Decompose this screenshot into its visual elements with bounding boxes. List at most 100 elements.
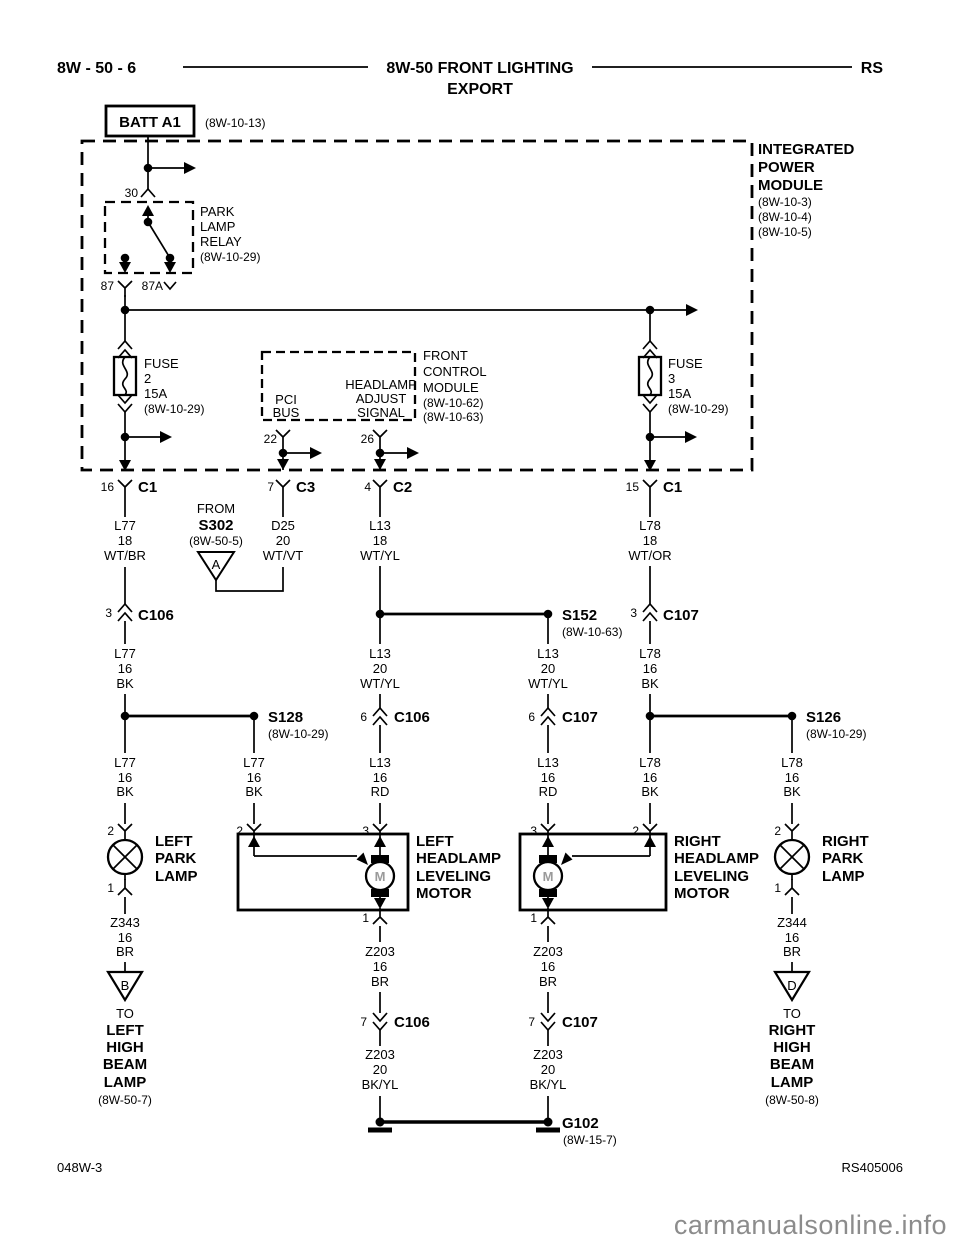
off-page-letter: D	[787, 978, 796, 993]
watermark: carmanualsonline.info	[674, 1210, 947, 1240]
wire-label: 16	[118, 770, 132, 785]
left-headlamp-leveling-motor: 2 3 M LEFT HEADLAMP LEVELING MOTOR 1	[236, 823, 501, 925]
l13-right-column: L13 20 WT/YL 6 C107 L13 16 RD	[528, 614, 598, 824]
dest-name: BEAM	[103, 1056, 147, 1073]
right-motor-ground-path: Z203 16 BR 7 C107 Z203 20 BK/YL G102 (8W…	[380, 926, 617, 1147]
motor-name: LEFT	[416, 833, 454, 850]
fuse-element-icon	[121, 356, 129, 396]
wire-label: BK	[641, 676, 659, 691]
dest-name: HIGH	[773, 1039, 811, 1056]
dest-prefix: TO	[116, 1006, 134, 1021]
terminal-icon	[163, 281, 177, 290]
wire-label: WT/VT	[263, 548, 303, 563]
terminal-icon	[784, 823, 800, 841]
wire-label: 18	[373, 533, 387, 548]
splice-s126-ref: (8W-10-29)	[806, 727, 866, 741]
fuse-3-amps: 15A	[668, 386, 691, 401]
connector-icon	[275, 479, 291, 497]
inline-connector-icon	[117, 394, 133, 413]
motor-pin-arrow-icon	[542, 836, 554, 847]
connector-pin: 16	[101, 480, 115, 494]
terminal-icon	[784, 878, 800, 896]
wire-label: WT/BR	[104, 548, 146, 563]
integrated-power-module: INTEGRATED POWER MODULE (8W-10-3) (8W-10…	[80, 139, 855, 472]
inline-connector-icon	[540, 707, 556, 726]
motor-pin-2: 2	[632, 824, 639, 838]
inline-connector-icon	[642, 603, 658, 622]
wire-label: BK	[245, 784, 263, 799]
fuse-3-num: 3	[668, 371, 675, 386]
footer-doc-code: 048W-3	[57, 1160, 102, 1175]
wire-label: BK	[641, 784, 659, 799]
relay-pin-87a: 87A	[142, 279, 163, 293]
wire-label: L13	[369, 646, 391, 661]
connector-pin: 3	[105, 606, 112, 620]
fuse-2-title: FUSE	[144, 356, 179, 371]
batt-a1-ref: (8W-10-13)	[205, 116, 265, 130]
wire-label: 20	[276, 533, 290, 548]
connector-icon	[117, 479, 133, 497]
motor-name: LEVELING	[674, 868, 749, 885]
l13-left-column: L13 18 WT/YL S152 (8W-10-63) L13 20 WT/Y…	[360, 496, 622, 824]
splice-s152-ref: (8W-10-63)	[562, 625, 622, 639]
wire-label: 16	[373, 959, 387, 974]
dest-name: LAMP	[104, 1074, 147, 1091]
fuse-2: FUSE 2 15A (8W-10-29)	[112, 340, 204, 471]
wire-label: D25	[271, 518, 295, 533]
fuse-2-ref: (8W-10-29)	[144, 402, 204, 416]
connector-pin: 7	[528, 1015, 535, 1029]
fcm-dashed-box	[260, 350, 417, 422]
ipm-name-3: MODULE	[758, 177, 823, 194]
motor-name: HEADLAMP	[674, 850, 759, 867]
ipm-name-2: POWER	[758, 159, 815, 176]
splice-s128-label: S128	[268, 709, 303, 726]
wire-label: 20	[541, 1062, 555, 1077]
left-park-feed-column: L77 18 WT/BR 3 C106 L77 16 BK S128 (8W-1…	[104, 496, 328, 824]
connector-pin: 7	[267, 480, 274, 494]
connector-name: C107	[562, 709, 598, 726]
lamp-pin-1: 1	[107, 881, 114, 895]
ground-g102-label: G102	[562, 1115, 599, 1132]
inline-connector-icon	[372, 1012, 388, 1031]
connector-c1-16: 16 C1	[101, 479, 157, 497]
fuse-2-num: 2	[144, 371, 151, 386]
motor-brush	[371, 889, 389, 897]
wire-label: 20	[373, 661, 387, 676]
wire-label: 20	[373, 1062, 387, 1077]
ipm-dashed-box	[80, 139, 754, 472]
batt-a1-label: BATT A1	[119, 114, 181, 131]
motor-box	[518, 832, 668, 912]
motor-symbol: M	[375, 869, 386, 884]
fuse-element-icon	[646, 356, 654, 396]
dest-name: LEFT	[106, 1022, 144, 1039]
l77-motor-column: L77 16 BK	[243, 716, 265, 824]
ipm-ref-3: (8W-10-5)	[758, 225, 812, 239]
page-title: 8W-50 FRONT LIGHTING	[386, 60, 573, 77]
fuse-3-ref: (8W-10-29)	[668, 402, 728, 416]
wire-label: L13	[537, 755, 559, 770]
wire-label: L13	[369, 755, 391, 770]
motor-symbol: M	[543, 869, 554, 884]
ipm-ref-1: (8W-10-3)	[758, 195, 812, 209]
motor-pin-1: 1	[530, 911, 537, 925]
wiper-arrow-icon	[561, 852, 573, 865]
relay-name-1: PARK	[200, 204, 235, 219]
wire-label: BR	[539, 974, 557, 989]
lamp-name: PARK	[155, 850, 197, 867]
wire-label: RD	[371, 784, 390, 799]
wire-label: L78	[639, 646, 661, 661]
footer-ref-code: RS405006	[842, 1160, 903, 1175]
feed-arrow-right-icon	[184, 162, 196, 174]
connector-name: C1	[138, 479, 157, 496]
wire-label: Z203	[365, 1047, 395, 1062]
lamp-name: LAMP	[822, 868, 865, 885]
right-park-lamp: 2 RIGHT PARK LAMP 1	[773, 823, 869, 896]
connector-pin: 7	[360, 1015, 367, 1029]
wire-label: 16	[643, 770, 657, 785]
connector-name: C106	[138, 607, 174, 624]
relay-pin-30: 30	[125, 186, 139, 200]
terminal-icon	[117, 878, 133, 896]
connector-pin: 3	[630, 606, 637, 620]
